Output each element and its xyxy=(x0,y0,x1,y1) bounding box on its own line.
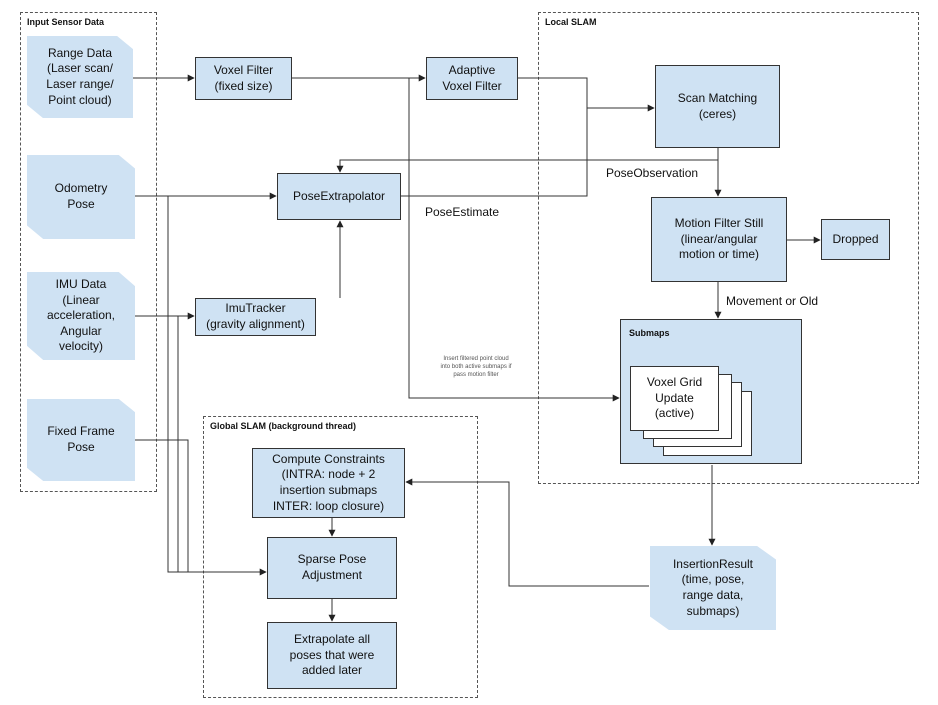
pose-extrapolator-node: PoseExtrapolator xyxy=(277,173,401,220)
adaptive-voxel-filter-node: Adaptive Voxel Filter xyxy=(426,57,518,100)
sparse-pose-adjustment-node: Sparse Pose Adjustment xyxy=(267,537,397,599)
odometry-pose-input: Odometry Pose xyxy=(27,155,135,239)
dropped-node: Dropped xyxy=(821,219,890,260)
global-slam-group: Global SLAM (background thread) xyxy=(203,416,478,698)
insert-filtered-note: Insert filtered point cloud into both ac… xyxy=(440,356,512,379)
range-data-input: Range Data (Laser scan/ Laser range/ Poi… xyxy=(27,36,133,118)
imu-tracker-node: ImuTracker (gravity alignment) xyxy=(195,298,316,336)
voxel-grid-update-node: Voxel Grid Update (active) xyxy=(630,366,719,431)
edge-voxel-to-voxel-grid xyxy=(408,78,620,402)
insertion-result-node: InsertionResult (time, pose, range data,… xyxy=(650,546,776,630)
global-slam-group-title: Global SLAM (background thread) xyxy=(210,421,357,431)
edge-odometry-to-sparse xyxy=(167,196,267,576)
local-slam-group: Local SLAM xyxy=(538,12,919,484)
submaps-title: Submaps xyxy=(629,328,670,338)
fixed-frame-pose-input: Fixed Frame Pose xyxy=(27,399,135,481)
movement-or-old-label: Movement or Old xyxy=(726,294,819,308)
pose-estimate-label: PoseEstimate xyxy=(425,205,500,219)
input-sensor-group: Input Sensor Data xyxy=(20,12,157,492)
extrapolate-poses-node: Extrapolate all poses that were added la… xyxy=(267,622,397,689)
edge-adaptive-to-scan xyxy=(518,77,655,112)
voxel-filter-node: Voxel Filter (fixed size) xyxy=(195,57,292,100)
local-slam-group-title: Local SLAM xyxy=(545,17,597,27)
motion-filter-node: Motion Filter Still (linear/angular moti… xyxy=(651,197,787,282)
pose-observation-label: PoseObservation xyxy=(606,166,699,180)
edge-insertion-to-constraints xyxy=(405,478,649,587)
input-sensor-group-title: Input Sensor Data xyxy=(27,17,105,27)
imu-data-input: IMU Data (Linear acceleration, Angular v… xyxy=(27,272,135,360)
scan-matching-node: Scan Matching (ceres) xyxy=(655,65,780,148)
edge-estimate-to-scan xyxy=(401,108,588,197)
edge-fixed-to-sparse xyxy=(135,439,189,572)
compute-constraints-node: Compute Constraints (INTRA: node + 2 ins… xyxy=(252,448,405,518)
